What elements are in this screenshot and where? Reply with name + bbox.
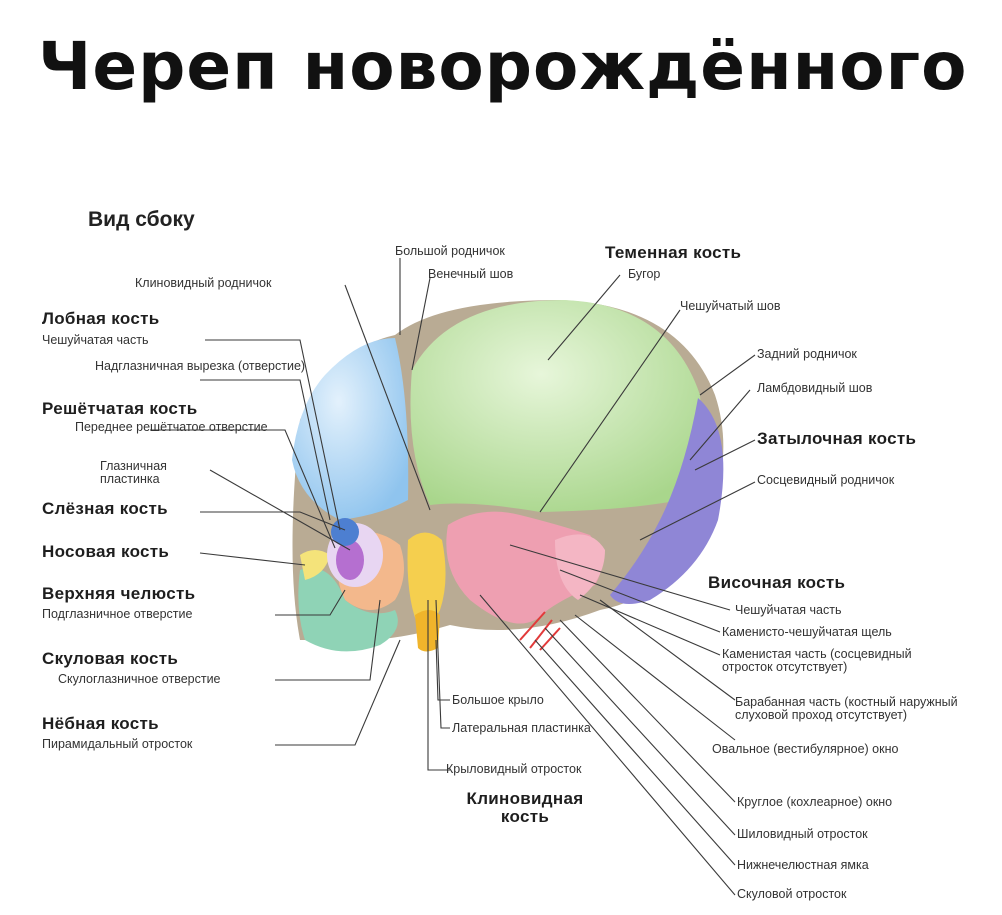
label-piramidalny: Пирамидальный отросток	[42, 737, 193, 751]
label-skulovoglaznichnoe: Скулоглазничное отверстие	[58, 672, 221, 686]
label-verkhnyaya-chelyust: Верхняя челюсть	[42, 584, 196, 603]
label-venechny-shov: Венечный шов	[428, 267, 514, 281]
label-lobnaya-kost: Лобная кость	[42, 309, 160, 328]
label-nebnaya-kost: Нёбная кость	[42, 714, 159, 733]
label-krugloe: Круглое (кохлеарное) окно	[737, 795, 893, 809]
label-bolshoe-krylo: Большое крыло	[452, 693, 544, 707]
label-reshetchataya-kost: Решётчатая кость	[42, 399, 198, 418]
temporal-petrous	[555, 534, 605, 600]
label-nadglaznichnaya: Надглазничная вырезка (отверстие)	[95, 359, 306, 373]
page-title: Череп новорождённого	[38, 28, 968, 105]
frontal-bone	[292, 338, 409, 520]
label-ovalnoe: Овальное (вестибулярное) окно	[712, 742, 899, 756]
label-zatylochnaya-kost: Затылочная кость	[757, 429, 917, 448]
label-nizhnechelyustnaya: Нижнечелюстная ямка	[737, 858, 869, 872]
label-temennaya-kost: Теменная кость	[605, 243, 742, 262]
label-bugor: Бугор	[628, 267, 661, 281]
label-skulovaya-kost: Скуловая кость	[42, 649, 179, 668]
label-visochnaya-kost: Височная кость	[708, 573, 846, 592]
label-glaznichnaya-plastinka: Глазничная пластинка	[100, 459, 167, 487]
label-barabannaya-chast: Барабанная часть (костный наружный слухо…	[735, 695, 958, 723]
label-kamenistaya-chast: Каменистая часть (сосцевидный отросток о…	[722, 647, 912, 675]
leader-lines	[150, 258, 756, 896]
label-bolshoy-rodnichok: Большой родничок	[395, 244, 505, 258]
label-skulovoy-otrostok: Скуловой отросток	[737, 887, 847, 901]
label-lateralnaya-plastinka: Латеральная пластинка	[452, 721, 591, 735]
nasal-bone	[300, 550, 330, 580]
label-v-cheshuychataya: Чешуйчатая часть	[735, 603, 842, 617]
label-kamenisto-cheshuychaty: Каменисто-чешуйчатая щель	[722, 625, 892, 639]
label-klinovidny-rodnichok: Клиновидный родничок	[135, 276, 272, 290]
maxilla-bone	[298, 568, 398, 652]
label-lobnaya-cheshuychataya: Чешуйчатая часть	[42, 333, 149, 347]
label-cheshuychaty-shov: Чешуйчатый шов	[680, 299, 781, 313]
lacrimal-bone	[331, 518, 359, 546]
label-sleznaya-kost: Слёзная кость	[42, 499, 168, 518]
label-perednee-reshetchatoe: Переднее решётчатое отверстие	[75, 420, 268, 434]
label-kryloviy-otrostok: Крыловидный отросток	[446, 762, 582, 776]
ethmoid-bone	[336, 540, 364, 580]
temporal-detail-lines	[519, 611, 561, 651]
occipital-bone	[610, 398, 724, 604]
label-lambdovidny-shov: Ламбдовидный шов	[757, 381, 873, 395]
label-nosovaya-kost: Носовая кость	[42, 542, 170, 561]
label-zadny-rodnichok: Задний родничок	[757, 347, 857, 361]
label-shilovidny: Шиловидный отросток	[737, 827, 868, 841]
label-podglaznichnoe: Подглазничное отверстие	[42, 607, 193, 621]
view-subtitle: Вид сбоку	[88, 208, 195, 231]
parietal-bone	[410, 300, 701, 512]
label-klinovidnaya-kost: Клиновидная кость	[466, 789, 584, 826]
label-sostsevidny-rodnichok: Сосцевидный родничок	[757, 473, 895, 487]
